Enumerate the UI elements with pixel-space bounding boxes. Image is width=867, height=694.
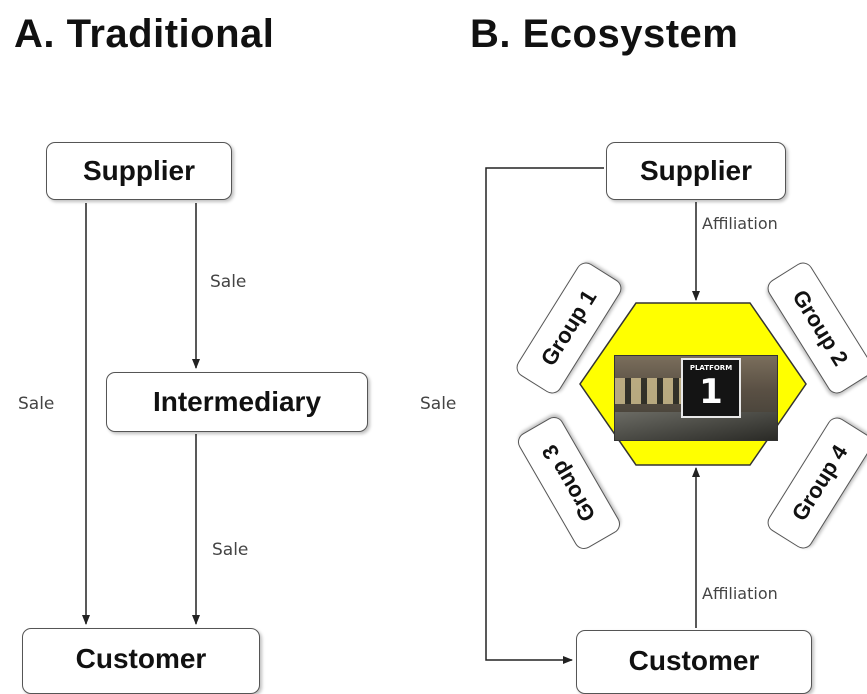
sale-label-supplier-intermediary: Sale bbox=[210, 272, 247, 292]
supplier-label: Supplier bbox=[639, 155, 752, 186]
affiliation-label-supplier: Affiliation bbox=[702, 214, 778, 233]
heading-traditional: A. Traditional bbox=[14, 12, 275, 56]
intermediary-box: Intermediary bbox=[106, 372, 368, 432]
supplier-label: Supplier bbox=[82, 155, 195, 186]
platform-sign-number: 1 bbox=[699, 372, 723, 412]
platform-photo: PLATFORM 1 bbox=[614, 355, 778, 441]
supplier-box-ecosystem: Supplier bbox=[606, 142, 786, 200]
sale-label-supplier-customer: Sale bbox=[18, 394, 55, 414]
platform-sign: PLATFORM 1 bbox=[681, 358, 741, 418]
arrow-sale-loop bbox=[485, 167, 604, 664]
heading-ecosystem: B. Ecosystem bbox=[470, 12, 739, 56]
customer-label: Customer bbox=[75, 643, 207, 674]
customer-box-traditional: Customer bbox=[22, 628, 260, 694]
supplier-box-traditional: Supplier bbox=[46, 142, 232, 200]
sale-label-ecosystem: Sale bbox=[420, 394, 457, 414]
customer-box-ecosystem: Customer bbox=[576, 630, 812, 694]
affiliation-label-customer: Affiliation bbox=[702, 584, 778, 603]
customer-label: Customer bbox=[628, 645, 760, 676]
sale-label-intermediary-customer: Sale bbox=[212, 540, 249, 560]
intermediary-label: Intermediary bbox=[152, 386, 322, 417]
platform-sign-caption: PLATFORM bbox=[689, 364, 733, 372]
